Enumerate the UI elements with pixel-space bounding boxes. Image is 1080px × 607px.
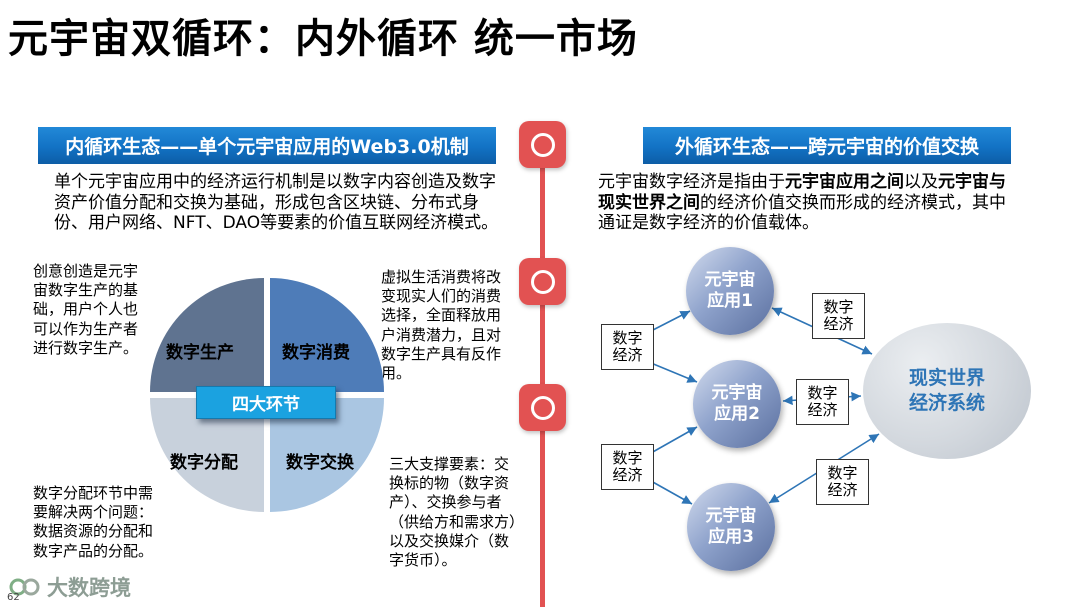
metaverse-app-2-line2: 应用2 xyxy=(714,404,760,424)
metaverse-app-2-line1: 元宇宙 xyxy=(711,382,763,403)
metaverse-app-1-line1: 元宇宙 xyxy=(704,269,756,290)
digital-economy-box-5: 数字 经济 xyxy=(816,459,869,505)
outer-loop-header: 外循环生态——跨元宇宙的价值交换 xyxy=(643,127,1011,164)
real-world-line1: 现实世界 xyxy=(908,367,985,390)
metaverse-app-1-line2: 应用1 xyxy=(707,291,753,311)
timeline-node-3 xyxy=(519,384,566,431)
metaverse-app-1: 元宇宙 应用1 xyxy=(686,247,774,335)
logo-icon xyxy=(9,578,40,596)
digital-economy-box-3: 数字 经济 xyxy=(812,293,865,339)
inner-loop-description: 单个元宇宙应用中的经济运行机制是以数字内容创造及数字资产价值分配和交换为基础，形… xyxy=(54,172,499,234)
token-line2: 经济 xyxy=(807,401,838,419)
real-world-line2: 经济系统 xyxy=(908,392,985,414)
metaverse-app-2: 元宇宙 应用2 xyxy=(693,360,781,448)
circle-ring-icon xyxy=(530,269,555,294)
outer-desc-part: 的经济价值交换而形成的经济模式，其中通证是数字经济的价值载体。 xyxy=(598,192,1006,234)
quadrant-production-label: 数字生产 xyxy=(166,343,234,363)
quadrant-consumption-label: 数字消费 xyxy=(282,343,350,363)
digital-economy-box-4: 数字 经济 xyxy=(796,379,849,425)
timeline-line xyxy=(540,132,545,607)
note-consumption: 虚拟生活消费将改变现实人们的消费选择，全面释放用户消费潜力，且对数字生产具有反作… xyxy=(381,268,502,382)
token-line2: 经济 xyxy=(612,346,643,364)
page-number: 62 xyxy=(7,592,20,603)
circle-ring-icon xyxy=(530,395,555,420)
outer-loop-description: 元宇宙数字经济是指由于元宇宙应用之间以及元宇宙与现实世界之间的经济价值交换而形成… xyxy=(598,172,1016,234)
circle-ring-icon xyxy=(530,132,555,157)
quadrant-consumption xyxy=(270,278,384,392)
note-exchange: 三大支撑要素：交换标的物（数字资产）、交换参与者（供给方和需求方）以及交换媒介（… xyxy=(389,455,517,569)
token-line1: 数字 xyxy=(823,297,854,316)
token-line2: 经济 xyxy=(823,315,854,333)
note-distribution: 数字分配环节中需要解决两个问题：数据资源的分配和数字产品的分配。 xyxy=(33,484,154,560)
quadrant-exchange-label: 数字交换 xyxy=(286,453,354,473)
real-world-economy-ellipse: 现实世界 经济系统 xyxy=(863,323,1031,459)
outer-desc-bold: 元宇宙与现实世界之间 xyxy=(598,172,1006,213)
note-production: 创意创造是元宇宙数字生产的基础，用户个人也可以作为生产者进行数字生产。 xyxy=(33,262,139,357)
digital-economy-box-1: 数字 经济 xyxy=(601,324,654,370)
metaverse-app-3: 元宇宙 应用3 xyxy=(687,483,775,571)
token-line2: 经济 xyxy=(827,481,858,499)
footer-logo: 大数跨境 xyxy=(8,572,131,602)
quadrant-production xyxy=(150,278,264,392)
token-line1: 数字 xyxy=(807,383,838,402)
metaverse-app-3-line1: 元宇宙 xyxy=(705,505,757,526)
timeline-node-2 xyxy=(519,258,566,305)
timeline-node-1 xyxy=(519,121,566,168)
token-line1: 数字 xyxy=(827,463,858,482)
metaverse-app-3-line2: 应用3 xyxy=(708,527,754,547)
four-links-label: 四大环节 xyxy=(196,386,336,419)
outer-desc-bold: 元宇宙应用之间 xyxy=(785,172,904,192)
logo-text: 大数跨境 xyxy=(47,576,131,600)
token-line1: 数字 xyxy=(612,328,643,347)
outer-desc-part: 以及 xyxy=(904,172,938,192)
inner-loop-header: 内循环生态——单个元宇宙应用的Web3.0机制 xyxy=(38,127,496,164)
page-title: 元宇宙双循环：内外循环 统一市场 xyxy=(8,16,638,62)
token-line2: 经济 xyxy=(612,466,643,484)
digital-economy-box-2: 数字 经济 xyxy=(601,444,654,490)
quadrant-distribution-label: 数字分配 xyxy=(170,453,238,473)
outer-desc-part: 元宇宙数字经济是指由于 xyxy=(598,172,785,192)
token-line1: 数字 xyxy=(612,448,643,467)
